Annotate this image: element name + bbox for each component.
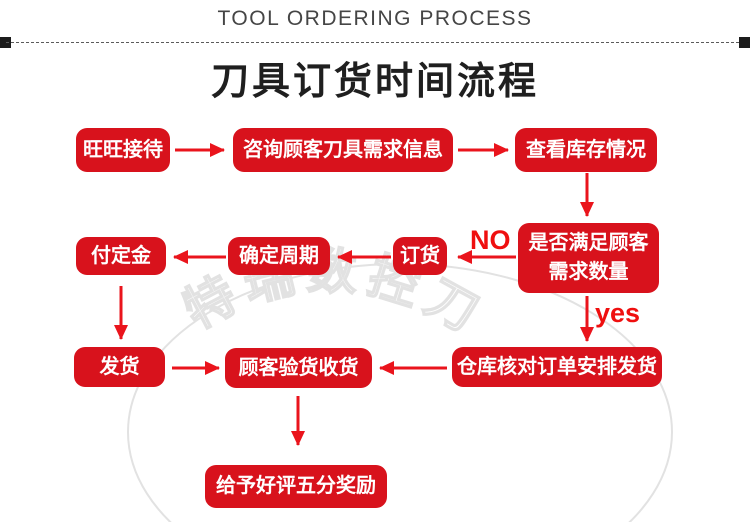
flow-node-label: 订货: [400, 244, 440, 267]
divider-dashed-line: [6, 42, 744, 43]
header-divider: [0, 37, 750, 48]
flow-node-label: 仓库核对订单安排发货: [457, 355, 657, 378]
flow-node-label: 发货: [99, 355, 140, 378]
flow-node-warehouse-verify-arrange-shipment: 仓库核对订单安排发货: [452, 347, 662, 387]
flow-node-wangwang-reception: 旺旺接待: [76, 128, 170, 172]
flow-node-label: 查看库存情况: [526, 138, 646, 161]
flow-node-label-line2: 需求数量: [548, 261, 629, 283]
divider-square-right: [739, 37, 750, 48]
flow-node-consult-customer-needs: 咨询顾客刀具需求信息: [233, 128, 453, 172]
page-title: 刀具订货时间流程: [210, 61, 539, 103]
branch-label-yes: yes: [595, 298, 641, 328]
flow-node-label: 付定金: [91, 244, 151, 267]
flow-node-ship-goods: 发货: [74, 347, 165, 387]
branch-label-no: NO: [470, 225, 511, 255]
flow-node-confirm-lead-time: 确定周期: [228, 237, 330, 275]
flow-node-label: 顾客验货收货: [238, 356, 359, 379]
flow-node-customer-inspect-receive: 顾客验货收货: [225, 348, 372, 388]
header-eyebrow: TOOL ORDERING PROCESS: [217, 7, 533, 30]
flow-node-five-star-review-reward: 给予好评五分奖励: [205, 465, 387, 508]
flow-node-label: 给予好评五分奖励: [216, 475, 376, 497]
flow-node-satisfy-quantity-decision: 是否满足顾客 需求数量: [518, 223, 659, 293]
flow-node-pay-deposit: 付定金: [76, 237, 166, 275]
flow-node-label: 旺旺接待: [83, 138, 163, 161]
watermark-text: 特瑞数控刀具: [0, 0, 495, 346]
divider-square-left: [0, 37, 11, 48]
flow-node-label: 咨询顾客刀具需求信息: [243, 138, 443, 161]
flow-node-label-line1: 是否满足顾客: [528, 232, 649, 254]
flow-arrows: [114, 143, 594, 446]
flow-node-check-inventory: 查看库存情况: [515, 128, 657, 172]
flow-node-label: 确定周期: [239, 244, 319, 267]
flow-node-place-order: 订货: [393, 237, 447, 275]
